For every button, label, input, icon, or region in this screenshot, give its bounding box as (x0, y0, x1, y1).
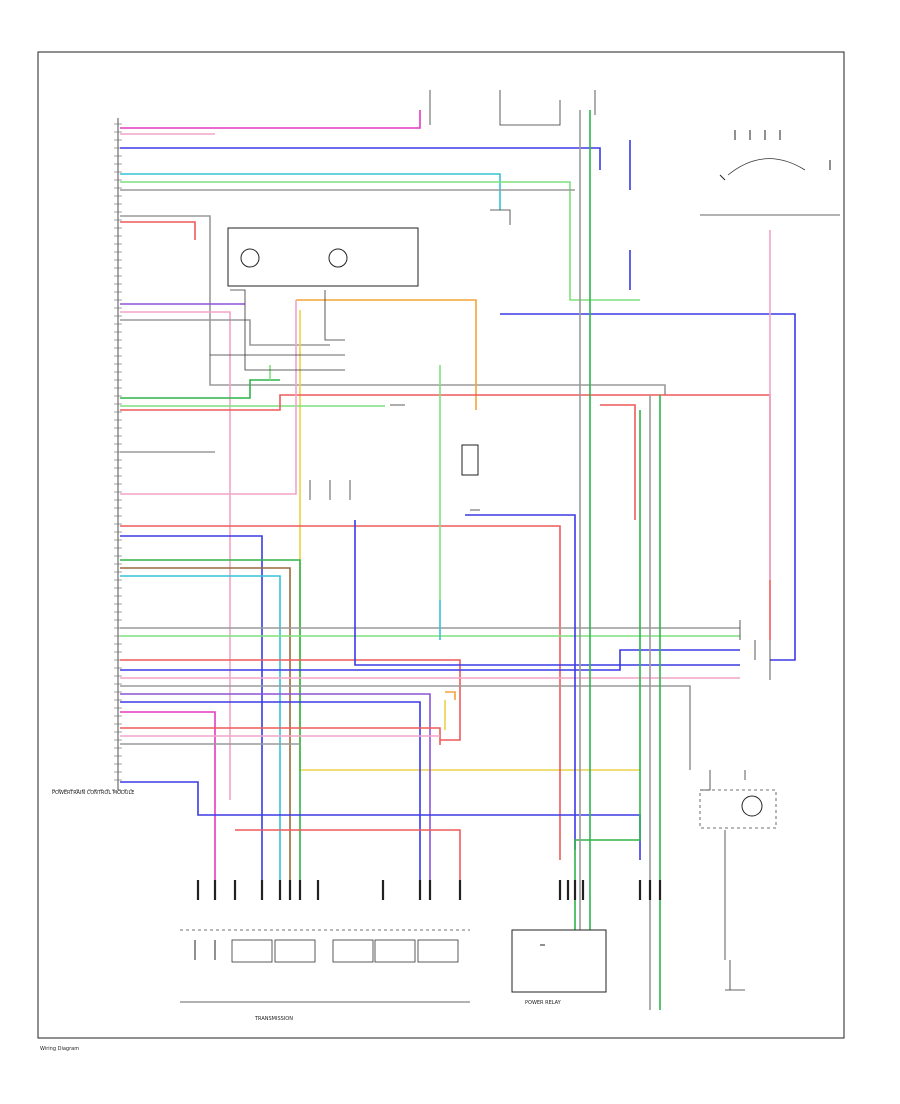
module-name: POWERTRAIN CONTROL MODULE (52, 790, 134, 796)
wire-blue-6 (354, 520, 740, 666)
wire-pink-4 (120, 300, 297, 495)
pcm-connector (114, 118, 122, 790)
bottom-connectors (196, 880, 662, 900)
wire-red-1 (120, 221, 196, 240)
range-switch (719, 130, 831, 181)
lamp-icon (240, 248, 260, 268)
wire-group (120, 110, 796, 1010)
wire-gray-6 (120, 685, 691, 770)
page-id: Wiring Diagram (40, 1046, 79, 1052)
wire-magenta-2 (120, 711, 216, 880)
wire-magenta-1 (120, 110, 421, 129)
wire-blue-7 (500, 313, 796, 661)
wire-green-1 (120, 379, 280, 399)
wire-red-5 (120, 727, 441, 745)
wire-orange-1 (296, 299, 477, 410)
wire-red-7 (235, 829, 461, 880)
indicator-box (227, 227, 419, 287)
relay-label: POWER RELAY (525, 1000, 562, 1006)
wire-green-2 (120, 559, 301, 880)
wire-gray-2 (120, 215, 666, 395)
thin-wire-group (180, 90, 840, 1003)
wire-yellow-1 (299, 310, 640, 771)
wire-brown-1 (120, 567, 291, 880)
power-relay (511, 929, 607, 993)
wire-red-4 (120, 659, 461, 741)
transmission-label: TRANSMISSION (254, 1016, 293, 1022)
sensor-element (461, 444, 479, 476)
wire-cyan-1 (120, 173, 501, 210)
transmission-solenoid-group (180, 929, 470, 963)
wire-lightgreen-1 (120, 181, 640, 301)
wire-pink-3 (120, 311, 231, 800)
diagram-frame (37, 51, 845, 1039)
wire-blue-1 (120, 147, 601, 170)
wire-violet-2 (120, 693, 431, 880)
wire-blue-3 (120, 649, 740, 671)
wire-blue-4 (120, 701, 421, 880)
wire-cyan-2 (120, 575, 281, 880)
wire-blue-5 (120, 781, 641, 860)
transmission-sensor (699, 789, 777, 829)
wire-blue-8 (465, 514, 576, 850)
wire-red-3 (120, 525, 561, 860)
lamp-icon (328, 248, 348, 268)
wire-orange-2 (445, 691, 456, 700)
wire-red-2 (120, 394, 771, 640)
wire-red-6 (600, 404, 636, 520)
wire-gray-3 (120, 319, 330, 346)
wire-blue-2 (120, 535, 263, 880)
